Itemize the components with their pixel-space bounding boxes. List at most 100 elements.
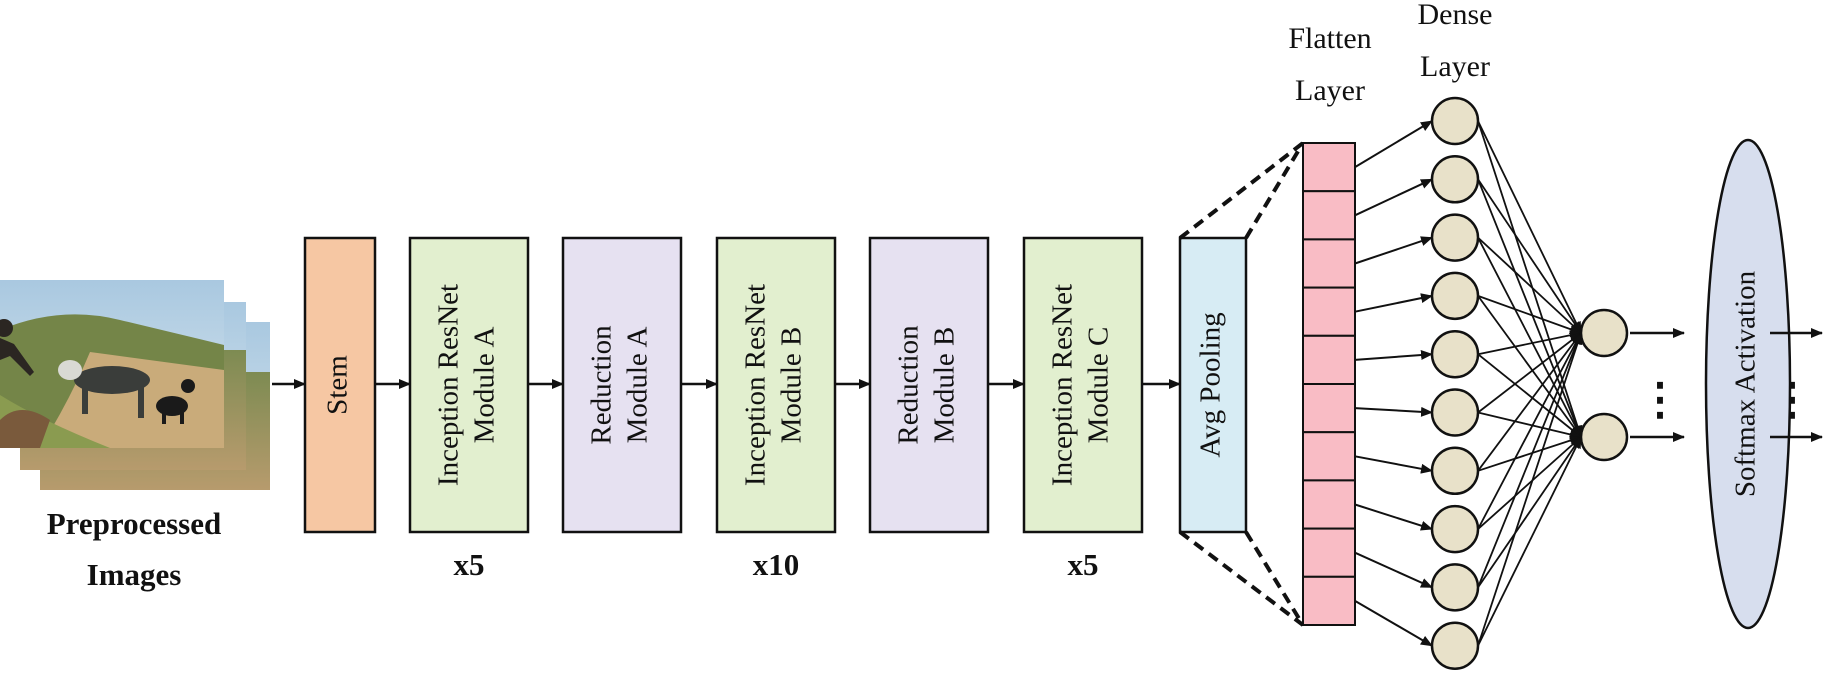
block-inception-b-repeat: x10 xyxy=(753,547,800,582)
output-node xyxy=(1579,308,1629,358)
dense-node xyxy=(1430,329,1480,379)
flatten-cell xyxy=(1302,383,1356,434)
block-reduction-b-label: Reduction xyxy=(893,325,925,445)
dense-to-output-edge xyxy=(1477,411,1582,440)
flatten-label-line2: Layer xyxy=(1295,74,1365,107)
flatten-to-dense-edge xyxy=(1354,600,1433,647)
dense-to-output-edge xyxy=(1477,178,1582,438)
dense-node xyxy=(1430,563,1480,612)
dense-to-output-edge xyxy=(1477,295,1582,438)
dense-to-output-edge xyxy=(1477,295,1582,334)
dense-to-output-edge xyxy=(1477,178,1582,334)
dense-to-output-edge xyxy=(1477,332,1582,530)
flatten-cell xyxy=(1302,431,1356,482)
person-figure xyxy=(0,319,34,376)
block-reduction-b-box xyxy=(868,236,990,534)
dense-to-output-edge xyxy=(1477,435,1582,472)
block-inception-a-label: Inception ResNet xyxy=(433,284,465,486)
flatten-to-dense-edge xyxy=(1354,455,1433,474)
flatten-to-dense-edge xyxy=(1354,236,1433,265)
flatten-cell xyxy=(1302,479,1356,530)
block-inception-b-label: Inception ResNet xyxy=(740,284,772,486)
dense-node xyxy=(1430,388,1480,437)
dense-node xyxy=(1430,271,1480,321)
output-ellipsis: ⋮ xyxy=(1638,375,1682,424)
block-reduction-b-label: Module B xyxy=(929,327,961,444)
dense-node xyxy=(1430,446,1480,496)
flatten-cell xyxy=(1302,334,1356,385)
flatten-to-dense-edge xyxy=(1354,350,1433,361)
block-stem-label: Stem xyxy=(322,355,354,415)
input-image-front xyxy=(0,280,224,448)
block-reduction-a-label: Reduction xyxy=(586,325,618,445)
block-reduction-a-label: Module A xyxy=(622,327,654,444)
flatten-to-dense-edge xyxy=(1354,120,1433,168)
flatten-to-dense-edge xyxy=(1354,503,1433,531)
dense-to-output-edge xyxy=(1477,436,1582,588)
block-inception-c-label: Module C xyxy=(1083,327,1115,444)
block-inception-b-box xyxy=(715,236,837,534)
block-inception-c-repeat: x5 xyxy=(1068,547,1099,582)
dense-to-output-edge xyxy=(1477,236,1582,334)
block-inception-a-repeat: x5 xyxy=(454,547,485,582)
dense-to-output-edge xyxy=(1477,332,1582,414)
softmax-label: Softmax Activation xyxy=(1730,270,1762,497)
dense-to-output-edge xyxy=(1477,436,1582,530)
dense-node xyxy=(1430,621,1480,670)
flatten-to-dense-edge xyxy=(1354,178,1433,217)
dense-to-output-edge xyxy=(1477,120,1582,334)
input-label-line2: Images xyxy=(87,557,182,592)
dense-to-output-edge xyxy=(1477,120,1583,438)
dense-layer xyxy=(1430,96,1480,670)
block-avg-pooling-box xyxy=(1178,236,1248,534)
input-image-stack xyxy=(0,280,270,490)
dog-figure xyxy=(58,360,195,424)
pooling-projection-lines xyxy=(1178,141,1305,627)
dense-to-output-edge xyxy=(1477,332,1582,472)
network-connections xyxy=(1354,120,1583,647)
softmax-activation: Softmax Activation xyxy=(1704,138,1792,630)
flatten-layer xyxy=(1302,142,1356,626)
output-arrows xyxy=(1630,328,1823,442)
flatten-cell xyxy=(1302,142,1356,193)
output-layer xyxy=(1579,308,1629,462)
dense-to-output-edge xyxy=(1477,330,1582,356)
block-stem: Stem xyxy=(303,236,377,534)
block-avg-pooling: Avg Pooling xyxy=(1178,236,1248,534)
flatten-cell xyxy=(1302,286,1356,337)
block-inception-a-box xyxy=(408,236,530,534)
block-avg-pooling-label: Avg Pooling xyxy=(1195,312,1227,457)
softmax-ellipse xyxy=(1704,138,1792,630)
input-label-line1: Preprocessed xyxy=(47,506,221,541)
flatten-cell xyxy=(1302,238,1356,289)
dense-node xyxy=(1430,213,1480,262)
flatten-to-dense-edge xyxy=(1354,551,1433,589)
dense-label-line2: Layer xyxy=(1420,50,1490,83)
dense-to-output-edge xyxy=(1477,332,1583,646)
flatten-cell xyxy=(1302,575,1356,626)
softmax-ellipsis: ⋮ xyxy=(1770,375,1814,424)
dense-node xyxy=(1430,155,1480,204)
flatten-label-line1: Flatten xyxy=(1288,22,1371,55)
dense-to-output-edge xyxy=(1477,353,1582,438)
flatten-to-dense-edge xyxy=(1354,293,1433,313)
dense-label-line1: Dense xyxy=(1418,0,1493,31)
block-inception-b-label: Module B xyxy=(776,327,808,444)
block-inception-a-label: Module A xyxy=(469,327,501,444)
block-inception-c-box xyxy=(1022,236,1144,534)
dense-to-output-edge xyxy=(1477,436,1582,647)
output-node xyxy=(1579,412,1629,462)
dense-to-output-edge xyxy=(1477,237,1582,438)
flatten-cell xyxy=(1302,190,1356,241)
block-inception-c-label: Inception ResNet xyxy=(1047,284,1079,486)
dense-node xyxy=(1430,504,1480,554)
flatten-to-dense-edge xyxy=(1354,406,1433,417)
dense-to-output-edge xyxy=(1477,332,1582,588)
flatten-cell xyxy=(1302,527,1356,578)
